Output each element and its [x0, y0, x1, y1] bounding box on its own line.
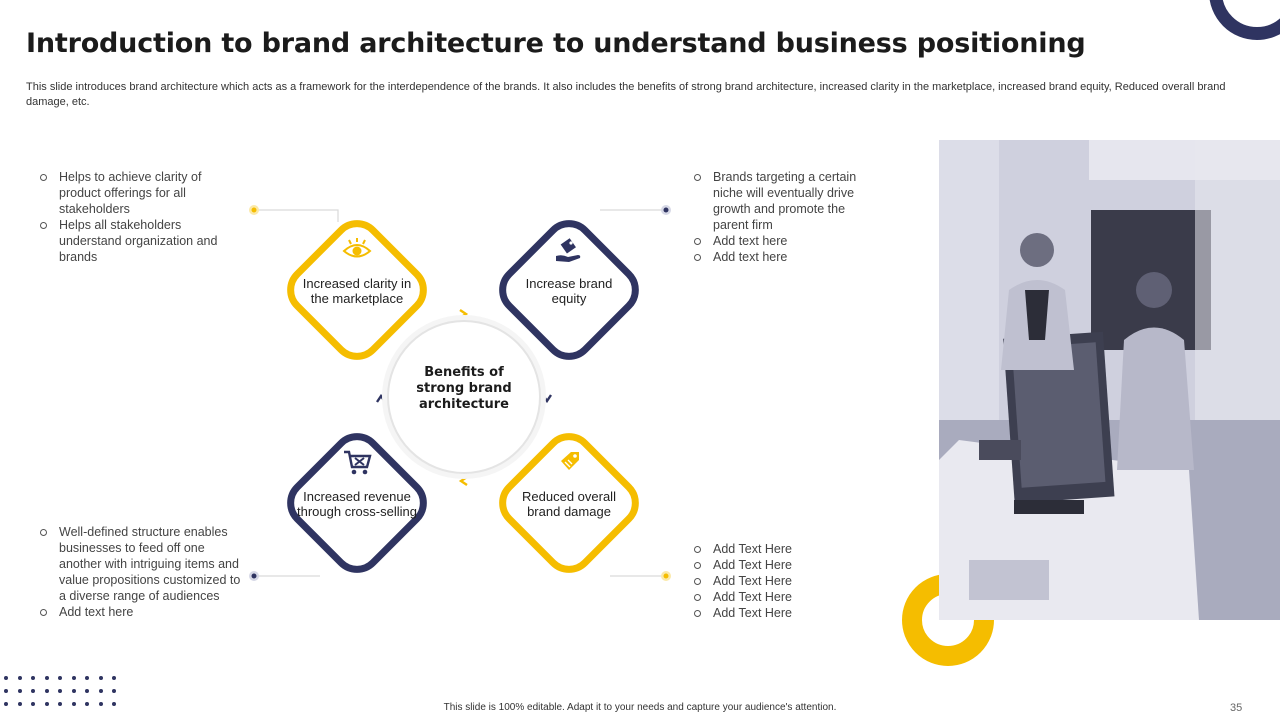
decorative-dot [31, 702, 35, 706]
note-item: Add Text Here [681, 605, 876, 621]
decorative-dot [71, 702, 76, 706]
note-item: Brands targeting a certain niche will ev… [681, 169, 876, 233]
decorative-dot [31, 689, 35, 693]
note-item: Add Text Here [681, 557, 876, 573]
note-item: Add text here [27, 604, 242, 620]
note-item: Helps to achieve clarity of product offe… [27, 169, 227, 217]
decorative-dot [98, 676, 103, 680]
notes-top-right: Brands targeting a certain niche will ev… [681, 169, 876, 265]
note-item: Add Text Here [681, 573, 876, 589]
note-item: Well-defined structure enables businesse… [27, 524, 242, 604]
decorative-dot [31, 676, 35, 680]
decorative-dot [58, 702, 62, 706]
decorative-dot [85, 689, 89, 693]
decorative-dot [85, 702, 89, 706]
decorative-dot [44, 702, 49, 706]
decorative-dot [98, 689, 103, 693]
decorative-dot [112, 676, 116, 680]
benefit-label: Reduced overall brand damage [522, 489, 616, 519]
benefit-cross-selling-diamond: Increased revenue through cross-selling [276, 422, 438, 584]
benefit-label: Increased revenue through cross-selling [297, 489, 417, 519]
slide-footer: This slide is 100% editable. Adapt it to… [443, 702, 837, 713]
decorative-dot [4, 689, 8, 693]
decorative-dot [44, 676, 49, 680]
benefits-center-circle [387, 320, 541, 474]
note-item: Add Text Here [681, 589, 876, 605]
notes-top-left: Helps to achieve clarity of product offe… [27, 169, 227, 265]
office-meeting-photo [939, 140, 1280, 620]
note-item: Add Text Here [681, 541, 876, 557]
note-item: Add text here [681, 233, 876, 249]
decorative-dot [98, 702, 103, 706]
benefit-label: Increased clarity in the marketplace [302, 276, 412, 306]
notes-bottom-left: Well-defined structure enables businesse… [27, 524, 242, 620]
decorative-dot [71, 689, 76, 693]
decorative-dot [17, 689, 22, 693]
chevron-down-icon [542, 394, 552, 404]
decorative-ring-top [1209, 0, 1280, 40]
page-number: 35 [1230, 702, 1243, 714]
chevron-right-icon [459, 309, 469, 319]
decorative-dot [85, 676, 89, 680]
decorative-dot [71, 676, 76, 680]
chevron-left-icon [458, 476, 468, 486]
price-tag-icon [561, 452, 579, 470]
decorative-dot-grid [2, 676, 122, 720]
office-meeting-illustration [939, 140, 1280, 620]
slide-title: Introduction to brand architecture to un… [26, 28, 1086, 59]
slide-subtitle: This slide introduces brand architecture… [26, 81, 1226, 108]
eye-icon [342, 238, 372, 258]
benefit-brand-equity-diamond: Increase brand equity [488, 209, 650, 371]
decorative-dot [112, 689, 116, 693]
decorative-dot [4, 676, 8, 680]
note-item: Add text here [681, 249, 876, 265]
chevron-up-icon [376, 393, 386, 403]
benefit-brand-damage-diamond: Reduced overall brand damage [488, 422, 650, 584]
decorative-dot [58, 676, 62, 680]
decorative-dot [58, 689, 62, 693]
decorative-dot [112, 702, 116, 706]
decorative-dot [4, 702, 8, 706]
shopping-cart-icon [344, 450, 372, 475]
decorative-dot [44, 689, 49, 693]
notes-bottom-right: Add Text Here Add Text Here Add Text Her… [681, 541, 876, 621]
decorative-dot [17, 676, 22, 680]
note-item: Helps all stakeholders understand organi… [27, 217, 227, 265]
benefits-center-label: Benefits of strong brand architecture [416, 365, 512, 412]
benefit-clarity-diamond: Increased clarity in the marketplace [276, 209, 438, 371]
benefit-label: Increase brand equity [525, 276, 613, 306]
hand-tag-icon [556, 238, 581, 262]
decorative-dot [17, 702, 22, 706]
